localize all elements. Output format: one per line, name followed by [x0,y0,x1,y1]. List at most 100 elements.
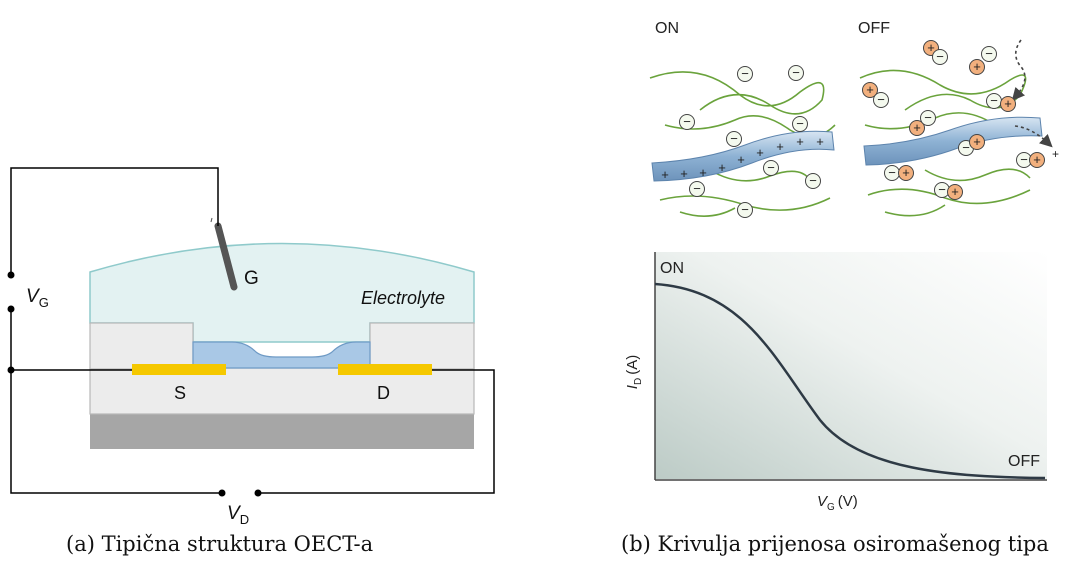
y-axis-label: ID(A) [624,355,644,389]
svg-text:−: − [741,66,749,81]
svg-text:+: + [699,165,707,180]
svg-text:−: − [936,49,944,64]
vg-terminal-bottom [7,305,15,313]
transfer-curve-graph: ON OFF VG(V) ID(A) [624,252,1047,513]
electrolyte-label: Electrolyte [361,288,445,308]
cation-icon: + [947,184,963,200]
drain-wire [258,369,495,494]
anion-icon: − [679,114,695,130]
caption-left: (a) Tipična struktura OECT-a [66,532,374,556]
svg-text:+: + [951,184,959,199]
anion-icon: − [1016,152,1032,168]
svg-text:+: + [1033,152,1041,167]
svg-text:+: + [718,160,726,175]
svg-text:−: − [683,114,691,129]
svg-text:−: − [809,173,817,188]
svg-text:+: + [913,120,921,135]
source-junction [7,366,15,374]
svg-text:+: + [796,134,804,149]
svg-text:−: − [990,93,998,108]
svg-text:−: − [938,182,946,197]
off-state-label: OFF [858,20,890,37]
doping-schematic: ON OFF + + + + + + + + + − − − − [649,20,1059,218]
cation-icon: + [1000,96,1016,112]
svg-text:+: + [756,145,764,160]
on-backbone [651,130,835,182]
vd-wire-left [10,370,222,494]
gate-wire [10,167,219,275]
anion-icon: − [788,65,804,81]
svg-text:−: − [1020,152,1028,167]
extracted-hole: + [1052,147,1059,161]
gate-electrode [214,222,238,291]
anion-icon: − [934,182,950,198]
graph-off-label: OFF [1008,453,1040,470]
on-holes: + + + + + + + + + [661,134,824,182]
anion-icon: − [920,110,936,126]
anion-icon: − [884,165,900,181]
cation-icon: + [898,165,914,181]
cation-icon: + [1029,152,1045,168]
svg-text:+: + [973,59,981,74]
svg-text:+: + [973,134,981,149]
channel [192,341,371,369]
cation-icon: + [862,82,878,98]
substrate-layer [89,367,475,415]
anion-icon: − [932,49,948,65]
drain-contact [338,364,432,375]
vd-terminal-right [254,489,262,497]
svg-text:−: − [962,140,970,155]
svg-text:+: + [737,152,745,167]
anion-icon: − [792,116,808,132]
svg-text:−: − [730,131,738,146]
on-state-label: ON [655,20,679,37]
anion-icon: − [873,92,889,108]
caption-right: (b) Krivulja prijenosa osiromašenog tipa [621,532,1049,556]
vg-label: VG [26,286,49,310]
x-axis-label: VG(V) [817,493,858,513]
hole-extraction-arrow [1014,125,1053,148]
oect-structure: G Electrolyte S D VG VD [7,167,495,527]
svg-text:−: − [877,92,885,107]
insulator-left [89,322,194,370]
off-backbone [863,116,1043,166]
source-label: S [174,383,186,403]
anion-icon: − [737,66,753,82]
svg-text:+: + [866,82,874,97]
gate-label: G [244,268,259,289]
svg-text:+: + [661,167,669,182]
anion-icon: − [689,181,705,197]
svg-text:−: − [741,202,749,217]
anion-icon: − [726,131,742,147]
svg-text:−: − [792,65,800,80]
anion-icon: − [763,160,779,176]
graph-on-label: ON [660,260,684,277]
svg-text:−: − [767,160,775,175]
svg-text:−: − [796,116,804,131]
drain-label: D [377,383,390,403]
svg-text:−: − [693,181,701,196]
svg-text:−: − [924,110,932,125]
svg-text:+: + [927,40,935,55]
insulator-right [369,322,475,370]
anion-icon: − [986,93,1002,109]
off-ions: + − + − + − − + + − − + − + − + − + [862,40,1045,200]
source-contact [132,364,226,375]
svg-text:−: − [888,165,896,180]
cation-inflow-arrow [1011,39,1026,101]
svg-text:−: − [985,46,993,61]
anion-icon: − [737,202,753,218]
cation-icon: + [909,120,925,136]
cation-icon: + [969,134,985,150]
anion-icon: − [981,46,997,62]
substrate-base [90,413,474,449]
cation-icon: + [969,59,985,75]
vd-label: VD [227,503,249,527]
transfer-curve [654,282,1046,480]
svg-text:+: + [816,134,824,149]
vg-terminal-top [7,271,15,279]
graph-background [655,252,1047,479]
on-anions: − − − − − − − − − [679,65,821,218]
svg-text:+: + [776,139,784,154]
